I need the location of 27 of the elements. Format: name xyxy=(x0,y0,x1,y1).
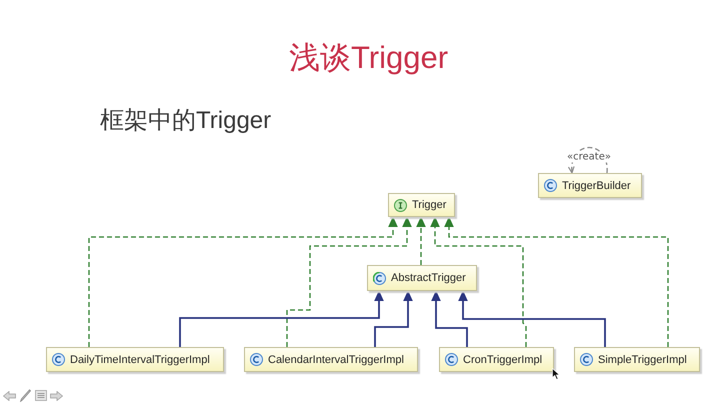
class-box xyxy=(439,347,554,372)
dashed-arrow xyxy=(430,216,527,347)
title: 浅谈Trigger xyxy=(289,40,448,76)
class-box xyxy=(388,193,455,217)
arrow xyxy=(179,290,384,347)
class-name: CalendarIntervalTriggerImpl xyxy=(268,354,404,366)
class-name: CronTriggerImpl xyxy=(463,354,542,366)
class-box xyxy=(244,347,418,372)
arrow xyxy=(431,290,468,347)
dashed-arrow xyxy=(286,216,412,347)
dashed-arrow xyxy=(416,216,426,265)
class-name: TriggerBuilder xyxy=(562,180,631,192)
class-box xyxy=(46,347,224,372)
class-box xyxy=(538,173,642,198)
class-box xyxy=(367,265,477,291)
loop-arrow xyxy=(568,146,608,174)
arrow xyxy=(458,290,606,347)
class-name: SimpleTriggerImpl xyxy=(598,354,687,366)
arrow xyxy=(374,290,413,347)
class-name: Trigger xyxy=(412,199,446,211)
subtitle: 框架中的Trigger xyxy=(100,107,272,135)
class-name: AbstractTrigger xyxy=(391,272,466,284)
edge-label: «create» xyxy=(566,152,612,162)
class-name: DailyTimeIntervalTriggerImpl xyxy=(70,354,210,366)
dashed-arrow xyxy=(444,216,669,347)
class-box xyxy=(574,347,700,372)
dashed-arrow xyxy=(88,216,398,347)
